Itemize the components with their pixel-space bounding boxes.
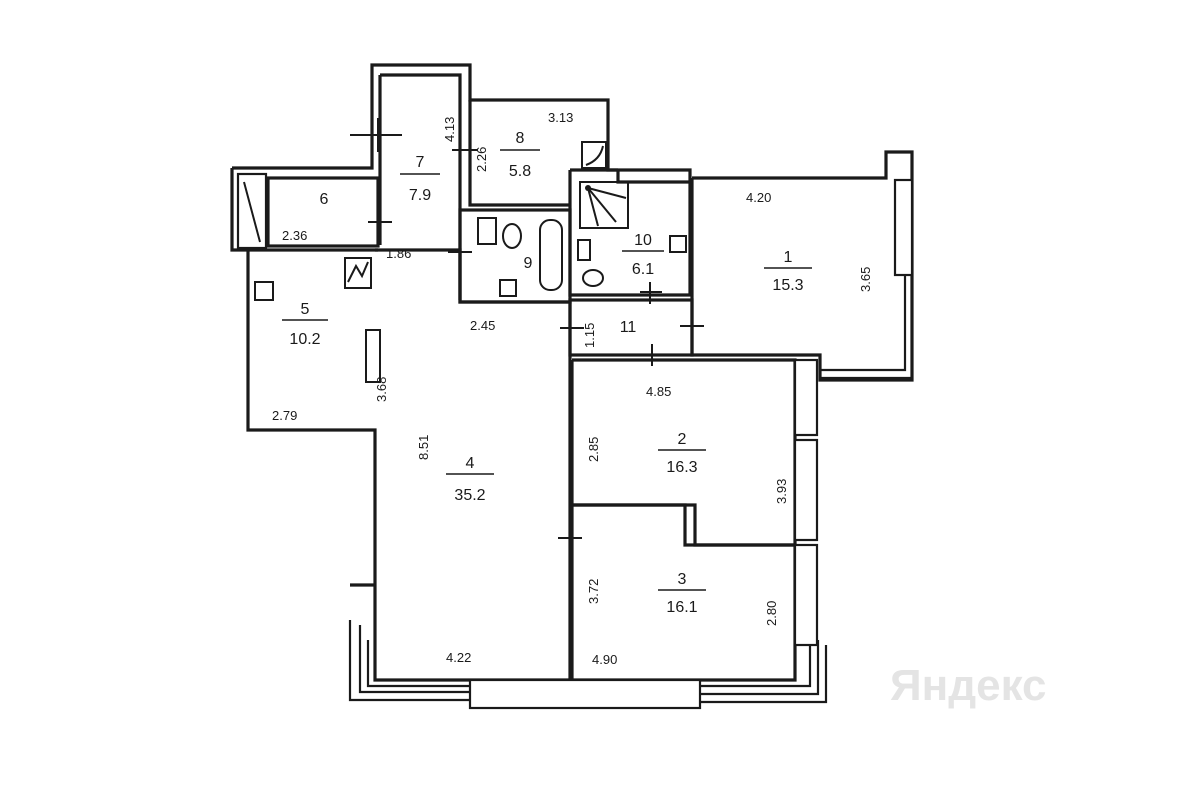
dim-4-85: 4.85	[646, 384, 671, 399]
dim-3-13: 3.13	[548, 110, 573, 125]
dim-4-22: 4.22	[446, 650, 471, 665]
window-room-1	[893, 178, 914, 277]
room-3-area: 16.1	[666, 599, 697, 616]
dim-3-65: 3.65	[858, 267, 873, 292]
room-2-area: 16.3	[666, 459, 697, 476]
boiler-room-5	[344, 257, 372, 289]
shower-room-8	[581, 141, 607, 169]
room-7-number: 7	[416, 154, 425, 171]
room-2-number: 2	[678, 431, 687, 448]
dim-3-72: 3.72	[586, 579, 601, 604]
heater-room-5	[254, 281, 274, 301]
toilet-room-10	[582, 269, 604, 287]
dim-2-26: 2.26	[474, 147, 489, 172]
room-7-area: 7.9	[409, 187, 431, 204]
room-4-number: 4	[466, 455, 475, 472]
fixtures	[243, 141, 687, 383]
room-6-number: 6	[320, 191, 329, 208]
dimension-labels: 4.13 3.13 2.26 4.20 3.65 2.36 1.86 2.45 …	[272, 110, 873, 667]
windows	[468, 178, 914, 710]
room-10-area: 6.1	[632, 261, 654, 278]
dim-4-90: 4.90	[592, 652, 617, 667]
shower-room-10	[579, 181, 629, 229]
room-11-number: 11	[620, 319, 637, 336]
room-3-number: 3	[678, 571, 687, 588]
window-bottom	[468, 678, 702, 710]
sink-room-9	[477, 217, 497, 245]
heater-room-10	[669, 235, 687, 253]
dim-8-51: 8.51	[416, 435, 431, 460]
dim-2-85: 2.85	[586, 437, 601, 462]
room-6-walls	[266, 176, 380, 248]
window-room-3	[793, 543, 819, 647]
dim-3-68: 3.68	[374, 377, 389, 402]
room-8-number: 8	[516, 130, 525, 147]
heater-room-9	[499, 279, 517, 297]
room-1-number: 1	[784, 249, 793, 266]
dim-2-36: 2.36	[282, 228, 307, 243]
room-9-number: 9	[524, 255, 533, 272]
dim-1-15: 1.15	[582, 323, 597, 348]
dim-2-45: 2.45	[470, 318, 495, 333]
room-4-area: 35.2	[454, 487, 485, 504]
dim-2-79: 2.79	[272, 408, 297, 423]
room-5-area: 10.2	[289, 331, 320, 348]
room-10-number: 10	[634, 232, 652, 249]
sink-room-10	[577, 239, 591, 261]
dim-1-86: 1.86	[386, 246, 411, 261]
closet-6	[236, 172, 268, 250]
window-room-2-top	[793, 358, 819, 437]
door-marks	[350, 118, 704, 539]
dim-4-20: 4.20	[746, 190, 771, 205]
room-5-number: 5	[301, 301, 310, 318]
dim-4-13: 4.13	[442, 117, 457, 142]
room-8-area: 5.8	[509, 163, 531, 180]
watermark: Яндекс	[890, 661, 1047, 710]
dim-2-80: 2.80	[764, 601, 779, 626]
cabinet-room-5	[365, 329, 381, 383]
window-room-2	[793, 438, 819, 542]
toilet-room-9	[502, 223, 522, 249]
room-labels: 1 15.3 2 16.3 3 16.1 4 35.2 5 10.2 6 7 7…	[282, 130, 812, 616]
bathtub-room-9	[539, 219, 563, 291]
dim-3-93: 3.93	[774, 479, 789, 504]
room-1-area: 15.3	[772, 277, 803, 294]
